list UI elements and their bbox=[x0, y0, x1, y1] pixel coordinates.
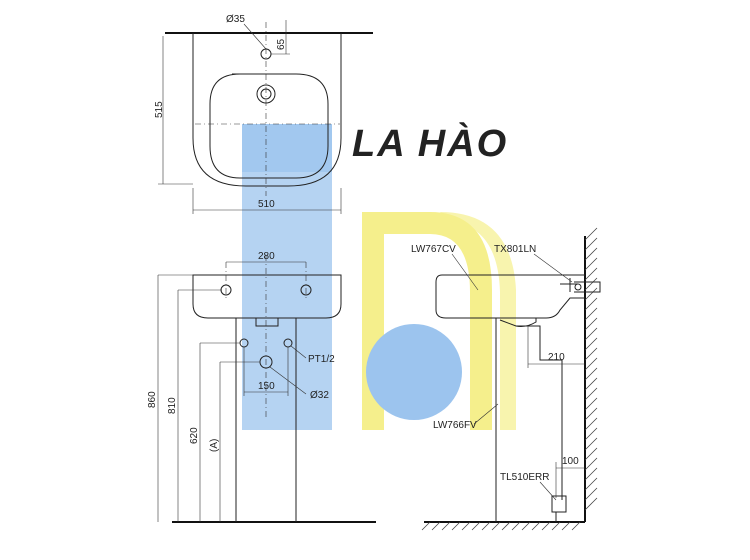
dim-height-var: (A) bbox=[209, 439, 220, 452]
dim-hole-offset: 65 bbox=[276, 38, 287, 50]
watermark-yellow-arch-2 bbox=[440, 212, 516, 430]
label-faucet: TX801LN bbox=[494, 244, 536, 255]
dim-faucet-wall: 210 bbox=[548, 352, 565, 363]
dim-trap-wall: 100 bbox=[562, 456, 579, 467]
floor-hatch-side bbox=[421, 521, 581, 531]
watermark-logo: LA HÀO bbox=[242, 121, 516, 430]
basin-outline-side bbox=[435, 274, 585, 319]
basin-outline-front bbox=[192, 274, 342, 319]
side-view: LW767CV TX801LN LW766FV TL510ERR 210 100 bbox=[411, 227, 601, 531]
dim-height-total: 860 bbox=[147, 391, 158, 408]
bowl-outline-plan bbox=[209, 73, 329, 179]
dim-height-supply: 620 bbox=[189, 427, 200, 444]
label-trap: TL510ERR bbox=[500, 472, 549, 483]
dim-hole-dia: Ø35 bbox=[226, 14, 245, 25]
front-view: 280 860 810 620 (A) 150 PT1/2 Ø32 bbox=[147, 251, 376, 523]
watermark-yellow-arch bbox=[362, 212, 492, 430]
top-view: 515 510 Ø35 65 bbox=[154, 14, 373, 214]
basin-outline-plan bbox=[192, 33, 342, 187]
dim-depth: 515 bbox=[154, 101, 165, 118]
watermark-blue-cap bbox=[242, 124, 332, 172]
label-basin: LW767CV bbox=[411, 244, 456, 255]
watermark-blue-column bbox=[242, 124, 332, 430]
dim-supply-spacing: 150 bbox=[258, 381, 275, 392]
watermark-blue-circle bbox=[366, 324, 462, 420]
dim-width: 510 bbox=[258, 199, 275, 210]
watermark-text: LA HÀO bbox=[352, 121, 508, 165]
pedestal-front bbox=[235, 318, 297, 522]
label-drain-dia: Ø32 bbox=[310, 390, 329, 401]
dim-tap-spacing: 280 bbox=[258, 251, 275, 262]
wall-hatch bbox=[584, 227, 598, 511]
dim-height-rim: 810 bbox=[167, 397, 178, 414]
label-pedestal: LW766FV bbox=[433, 420, 477, 431]
label-thread: PT1/2 bbox=[308, 354, 335, 365]
